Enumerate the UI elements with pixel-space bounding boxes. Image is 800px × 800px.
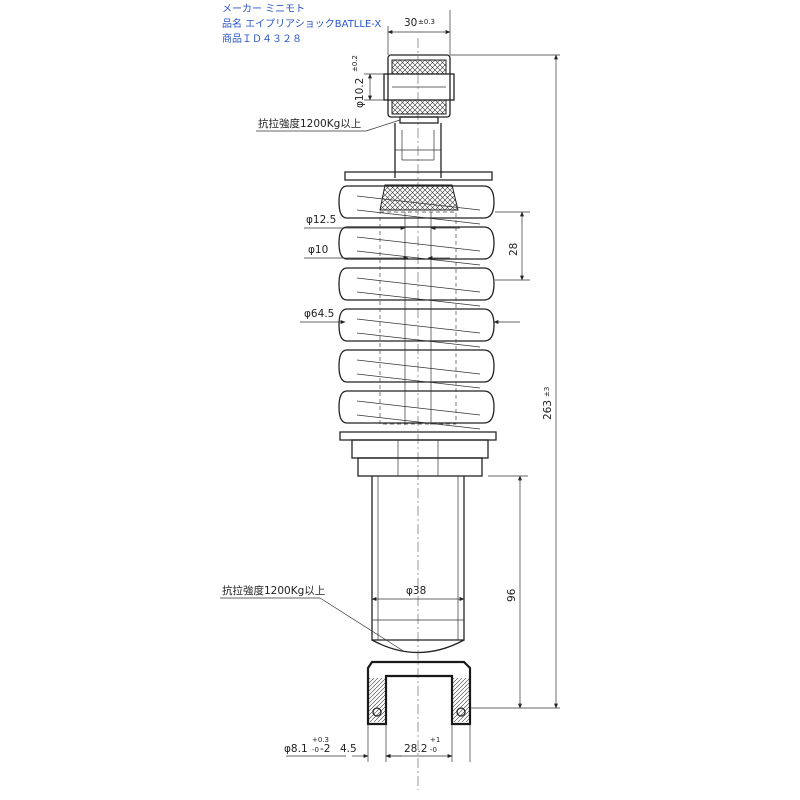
- coil-spring: [338, 185, 495, 430]
- spring-helix-line: [356, 236, 481, 266]
- dim-top-width: 30 ±0.3: [387, 10, 451, 55]
- bottom-clevis: [366, 660, 472, 726]
- inner-body: [379, 211, 457, 425]
- dim-rod-dia-text: φ12.5: [306, 214, 336, 226]
- dim-top-bore: φ10.2 ±0.2: [351, 55, 384, 108]
- spring-helix-line: [356, 359, 481, 389]
- spring-coil: [338, 185, 495, 219]
- dim-pitch-text: 28: [508, 243, 520, 256]
- dim-overall-main: 263: [542, 400, 554, 420]
- dim-bottom-width-tol-upper: +1: [430, 736, 440, 744]
- dim-body-dia-text: φ38: [406, 585, 426, 597]
- dim-lower-length: 96: [488, 475, 528, 709]
- spring-coil: [338, 349, 495, 383]
- spring-helix-line: [356, 277, 481, 307]
- dim-rod-dia: φ12.5: [304, 214, 460, 230]
- dim-inner-dia: φ10: [304, 244, 450, 260]
- lower-collar: [339, 431, 497, 477]
- spring-helix-line: [356, 195, 481, 225]
- dim-bottom-width-main: 28.2: [404, 743, 427, 755]
- dim-bottom-width-tol-lower: -0: [430, 746, 437, 754]
- upper-shaft: [394, 123, 442, 178]
- dim-wall-text: 4.5: [340, 743, 357, 755]
- dim-bottom-bore-tol-lower: -0: [312, 746, 319, 754]
- spring-helix-line: [356, 400, 481, 430]
- dim-bottom-bore-main: φ8.1: [284, 743, 308, 755]
- spring-coil: [338, 390, 495, 424]
- dim-overall-length: 263 ±3: [450, 54, 560, 709]
- dim-bottom-bore-suffix: -2: [320, 743, 330, 755]
- dim-spring-dia-text: φ64.5: [304, 308, 334, 320]
- dim-lower-length-text: 96: [506, 588, 518, 602]
- dim-inner-dia-text: φ10: [308, 244, 328, 256]
- dim-body-dia: φ38: [371, 585, 465, 601]
- tensile-top-text: 抗拉強度1200Kg以上: [258, 117, 361, 130]
- tensile-bottom-note: 抗拉強度1200Kg以上: [220, 584, 406, 653]
- dim-pitch: 28: [495, 211, 530, 281]
- spring-coil: [338, 308, 495, 342]
- spring-coil: [338, 226, 495, 260]
- top-eye: [383, 54, 455, 124]
- tensile-top-note: 抗拉強度1200Kg以上: [256, 117, 401, 132]
- dim-top-bore-tol: ±0.2: [351, 55, 359, 72]
- dim-spring-dia: φ64.5: [300, 308, 520, 324]
- lower-body: [371, 476, 465, 654]
- dim-top-bore-main: φ10.2: [354, 78, 366, 108]
- product-name-label: 品名 エイプリアショックBATLLE-X: [222, 19, 382, 30]
- dim-overall-tol: ±3: [543, 387, 551, 397]
- spring-coil: [338, 267, 495, 301]
- spring-helix-line: [356, 318, 481, 348]
- product-id-label: 商品ＩＤ４３２８: [222, 34, 302, 45]
- dim-top-width-main: 30: [404, 17, 417, 29]
- dim-top-width-tol: ±0.3: [418, 18, 435, 26]
- dim-bottom: φ8.1 +0.3 -0 -2 4.5 28.2 +1 -0: [284, 724, 471, 762]
- dim-bottom-bore-tol-upper: +0.3: [312, 736, 329, 744]
- upper-spring-seat: [344, 171, 493, 211]
- tensile-bottom-text: 抗拉強度1200Kg以上: [222, 584, 325, 597]
- maker-label: メーカー ミニモト: [222, 4, 306, 15]
